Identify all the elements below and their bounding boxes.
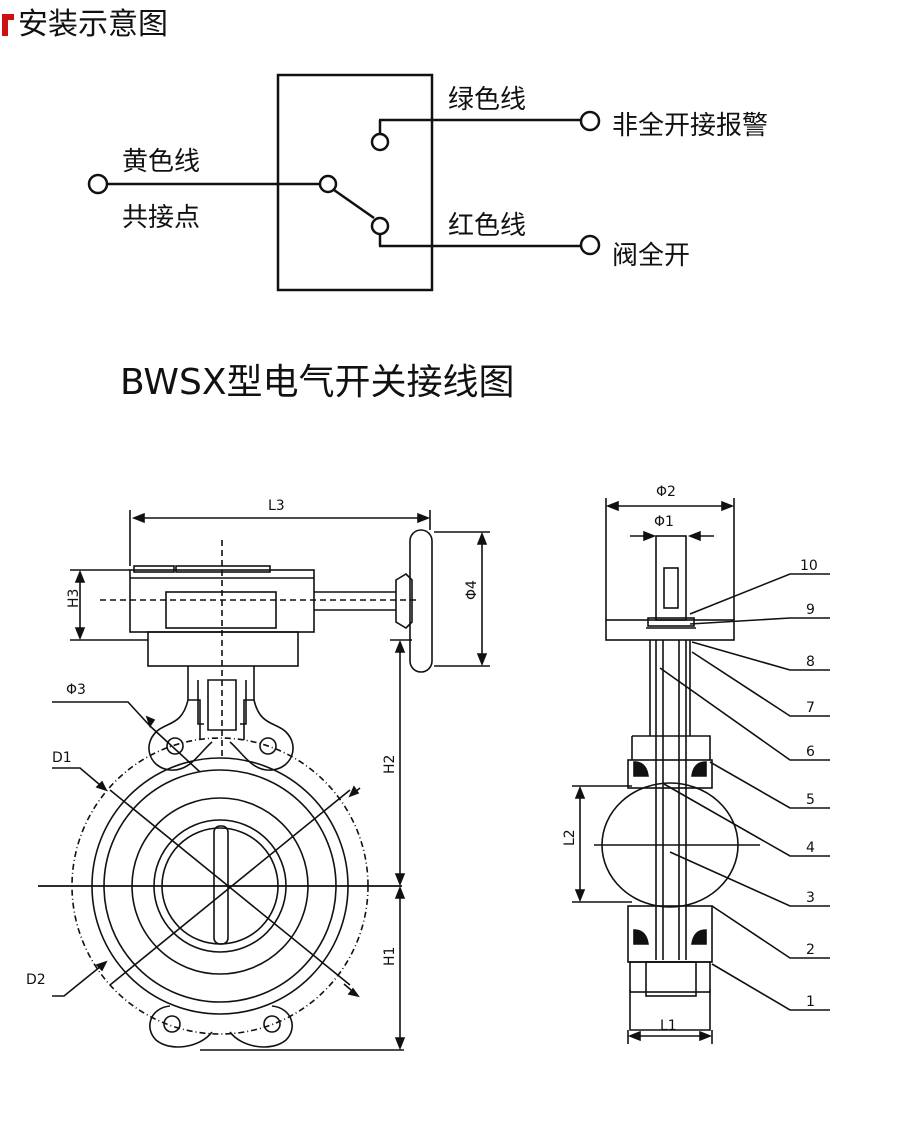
alarm-label: 非全开接报警 <box>612 111 768 141</box>
switch-arm <box>333 188 375 220</box>
dim-H1: H1 <box>382 947 398 966</box>
header-accent-mark-top <box>2 14 14 20</box>
terminal-alarm <box>579 110 601 132</box>
handwheel <box>409 529 433 673</box>
page-title: 安装示意图 <box>18 7 168 42</box>
dim-PHI2: Φ2 <box>656 484 676 500</box>
green-wire-label: 绿色线 <box>448 85 526 115</box>
dim-PHI4: Φ4 <box>464 580 480 600</box>
dim-D1: D1 <box>52 750 72 766</box>
switch-box <box>276 73 434 292</box>
dim-H2: H2 <box>382 755 398 774</box>
part-number-9: 9 <box>806 602 815 618</box>
side-view <box>572 498 830 1044</box>
terminal-full-open <box>579 234 601 256</box>
terminal-common <box>87 173 109 195</box>
part-number-6: 6 <box>806 744 815 760</box>
dim-L1: L1 <box>660 1018 677 1034</box>
dim-PHI1: Φ1 <box>654 514 674 530</box>
dim-H3: H3 <box>66 589 82 608</box>
part-number-10: 10 <box>800 558 818 574</box>
part-number-4: 4 <box>806 840 815 856</box>
common-point-label: 共接点 <box>122 203 200 233</box>
part-number-3: 3 <box>806 890 815 906</box>
contact-common <box>318 174 338 194</box>
part-number-1: 1 <box>806 994 815 1010</box>
dim-L2: L2 <box>562 829 578 846</box>
header-accent-mark <box>2 14 8 36</box>
full-open-label: 阀全开 <box>612 241 690 271</box>
front-view <box>38 510 490 1051</box>
gearbox-base <box>147 631 299 667</box>
dim-D2: D2 <box>26 972 46 988</box>
part-number-8: 8 <box>806 654 815 670</box>
part-number-5: 5 <box>806 792 815 808</box>
stem-top <box>655 535 687 621</box>
wiring-caption: BWSX型电气开关接线图 <box>120 362 515 403</box>
wiring-diagram <box>87 73 601 292</box>
contact-top <box>370 132 390 152</box>
red-wire-label: 红色线 <box>448 211 526 241</box>
part-number-7: 7 <box>806 700 815 716</box>
yellow-wire-label: 黄色线 <box>122 147 200 177</box>
dim-L3: L3 <box>268 498 285 514</box>
contact-bottom <box>370 216 390 236</box>
part-number-2: 2 <box>806 942 815 958</box>
dim-PHI3: Φ3 <box>66 682 86 698</box>
